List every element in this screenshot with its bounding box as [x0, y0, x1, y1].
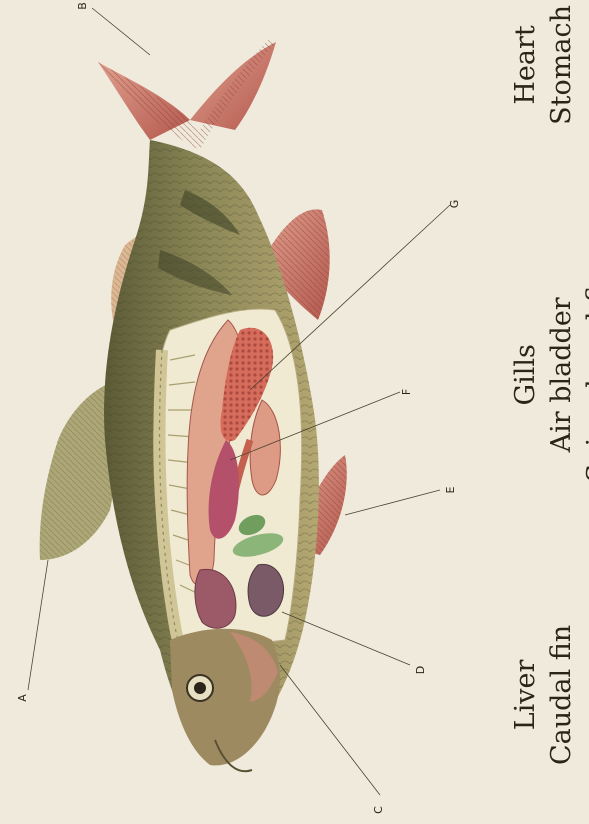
label-f: F [400, 389, 413, 395]
legend-term: Heart [508, 25, 544, 104]
label-d: D [414, 666, 427, 674]
legend-term: Spiny dorsal fin [580, 268, 589, 483]
label-a: A [16, 694, 29, 702]
label-e: E [444, 486, 457, 493]
label-b: B [76, 2, 89, 10]
label-c: C [372, 806, 385, 814]
leader-line-a [28, 560, 48, 690]
leader-line-c [280, 665, 380, 795]
legend-term: Air bladder [544, 297, 580, 452]
legend-terms: Liver Caudal fin Gills Air bladder Spiny… [508, 5, 588, 765]
legend-term: Gills [508, 344, 544, 405]
leader-line-d [282, 612, 410, 665]
label-g: G [448, 200, 461, 209]
leader-line-b [92, 8, 150, 55]
legend-term: Caudal fin [544, 625, 580, 765]
leader-line-e [345, 490, 440, 515]
legend-column-2: Gills Air bladder Spiny dorsal fin [508, 268, 588, 483]
legend-column-3: Heart Stomach [508, 5, 588, 125]
fish-head [170, 629, 280, 772]
legend-term: Stomach [544, 5, 580, 125]
caudal-fin [98, 40, 276, 150]
legend-term: Liver [508, 660, 544, 731]
legend-column-1: Liver Caudal fin [508, 625, 588, 765]
heart-organ [248, 564, 284, 616]
